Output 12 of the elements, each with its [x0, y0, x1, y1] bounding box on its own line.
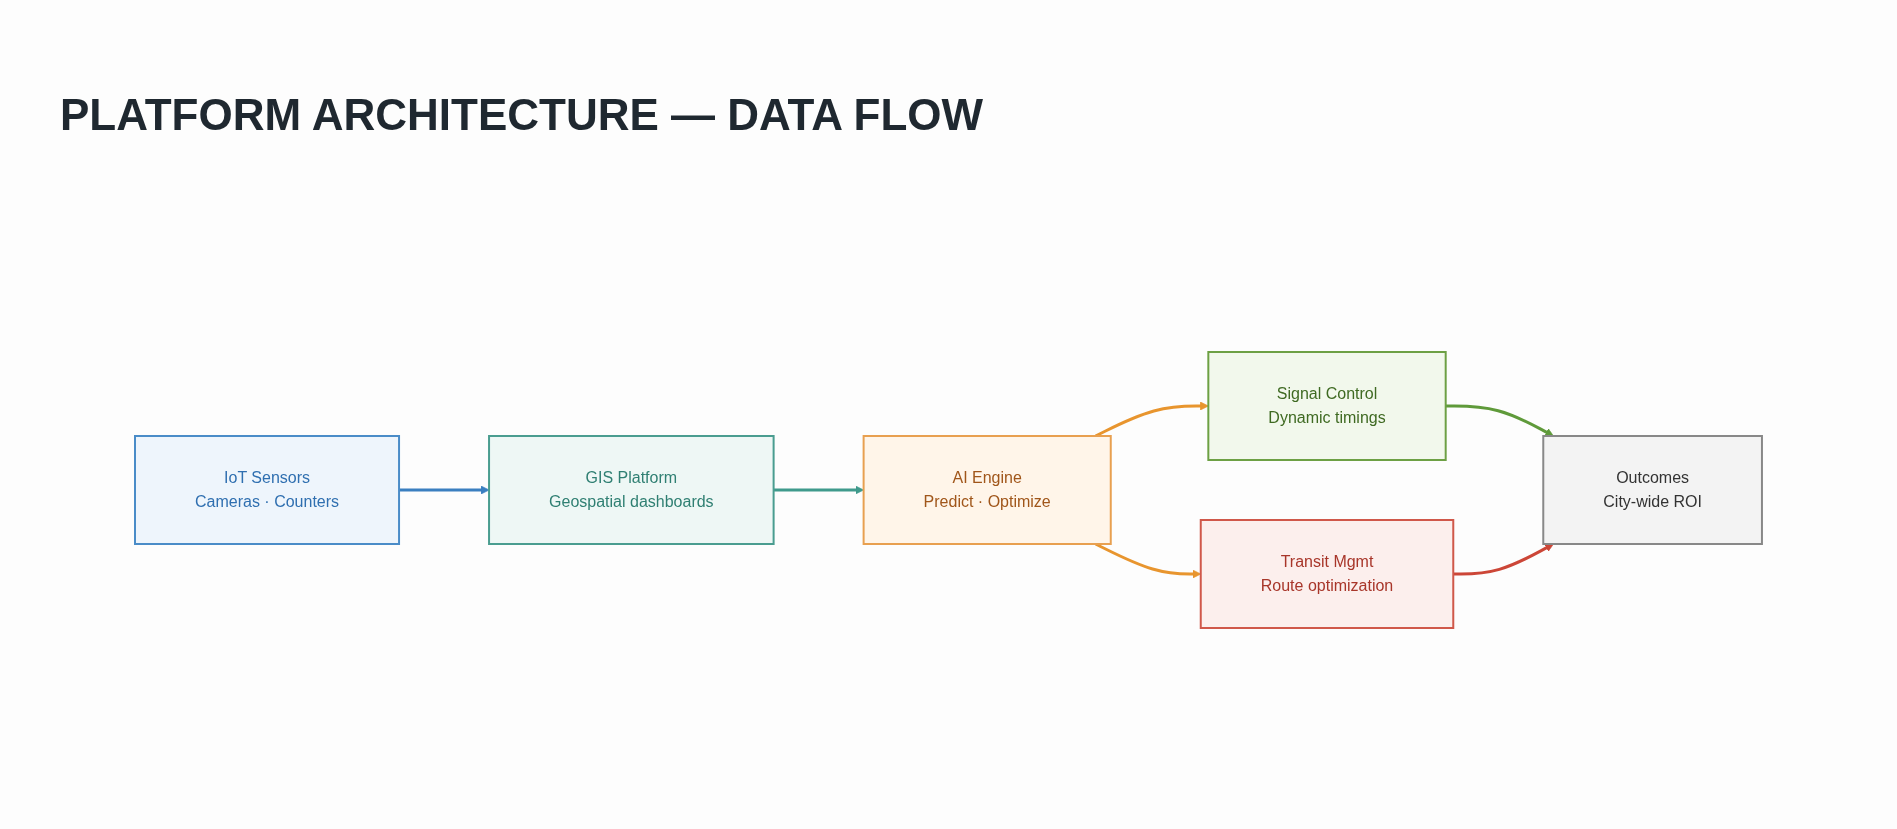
node-box: Transit Mgmt Route optimization: [1199, 519, 1455, 629]
diagram-title: PLATFORM ARCHITECTURE — DATA FLOW: [60, 90, 984, 140]
node-box: AI Engine Predict · Optimize: [862, 435, 1112, 545]
node-box: GIS Platform Geospatial dashboards: [488, 435, 775, 545]
arrow: [1445, 404, 1554, 437]
arrow: [773, 485, 864, 495]
arrow: [1094, 401, 1209, 438]
arrow: [399, 485, 490, 495]
node-box: Signal Control Dynamic timings: [1207, 351, 1447, 461]
node-box: IoT Sensors Cameras · Counters: [134, 435, 401, 545]
arrow: [1453, 543, 1554, 576]
node-box: Outcomes City-wide ROI: [1542, 435, 1763, 545]
